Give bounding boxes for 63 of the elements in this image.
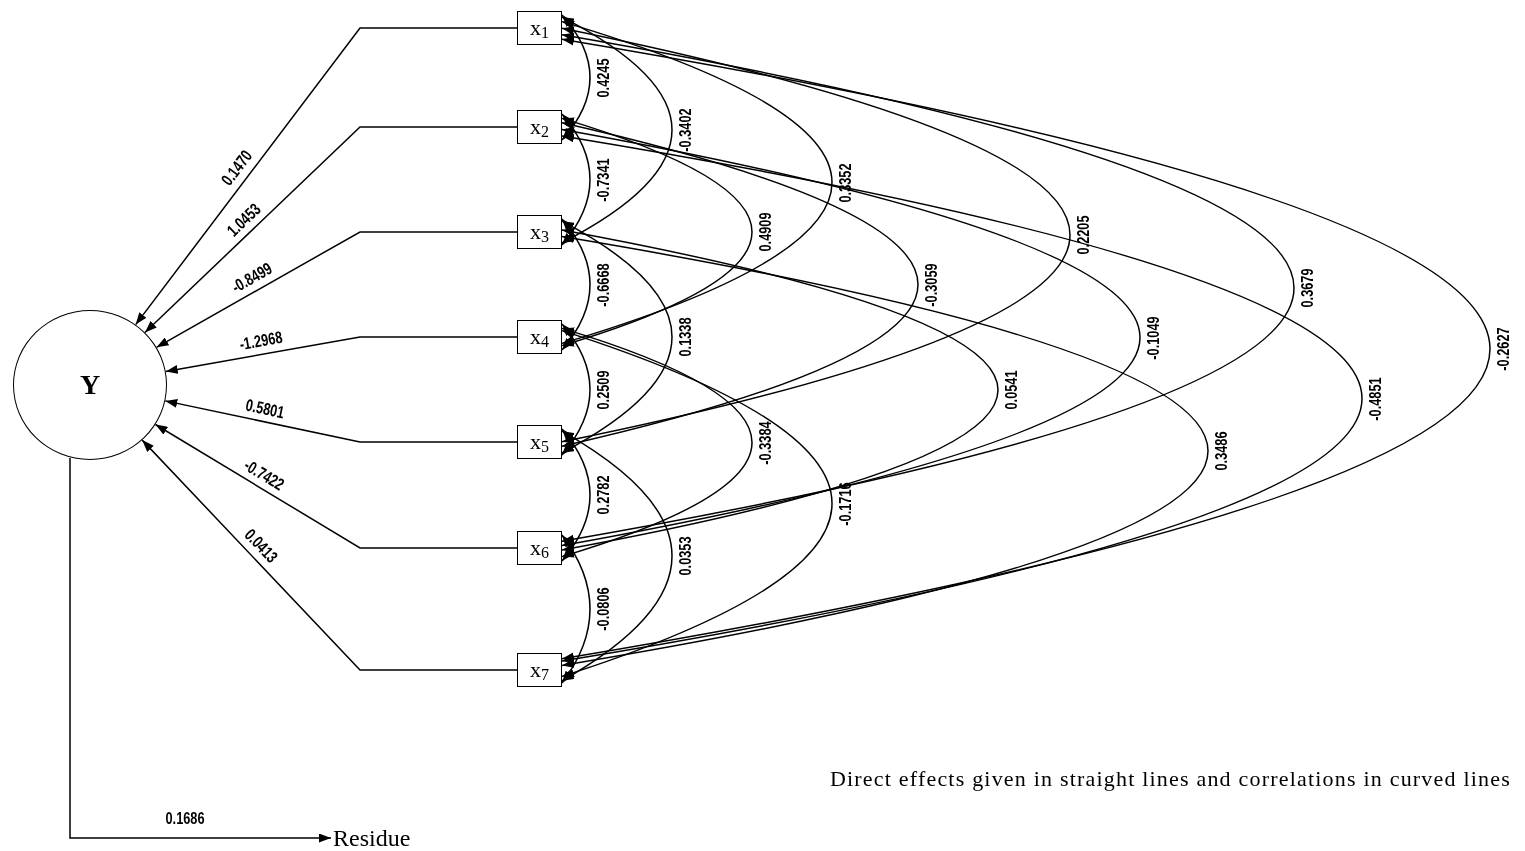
edge-label: -0.1049 [1144, 315, 1162, 360]
double-headed-curved-arrow [561, 36, 1491, 662]
edge-label: 0.2205 [1074, 215, 1092, 255]
edge-label: -0.4851 [1366, 376, 1384, 421]
arrow [154, 423, 518, 549]
edge-label: 0.0353 [676, 536, 694, 576]
double-headed-curved-arrow [561, 121, 919, 448]
double-headed-curved-arrow [561, 117, 753, 347]
double-headed-curved-arrow [561, 113, 591, 246]
edge-label: -0.0806 [594, 587, 612, 631]
double-headed-curved-arrow [561, 428, 591, 562]
edge-label: 0.0541 [1002, 370, 1020, 410]
double-headed-curved-arrow [561, 26, 1071, 444]
edge-label: 0.3486 [1212, 431, 1230, 471]
arrow [165, 336, 518, 374]
double-headed-curved-arrow [561, 218, 591, 351]
double-headed-curved-arrow [561, 220, 673, 454]
double-headed-curved-arrow [561, 430, 673, 682]
edge-label: -0.1716 [836, 481, 854, 526]
double-headed-curved-arrow [561, 327, 753, 558]
arrow [144, 126, 518, 334]
arrow [164, 398, 518, 443]
arrow [69, 457, 332, 843]
edge-label: 0.4909 [756, 212, 774, 252]
edge-label: 0.2509 [594, 370, 612, 409]
edge-label: -0.3059 [922, 262, 940, 307]
edge-label: 0.3679 [1298, 268, 1316, 308]
edge-label: 0.4245 [594, 58, 612, 97]
variable-box: x$_{4}$ [517, 320, 562, 354]
double-headed-curved-arrow [561, 534, 591, 684]
note-text: Direct effects given in straight lines and correlations in curved lines [829, 766, 1511, 792]
double-headed-curved-arrow [561, 133, 1363, 664]
double-headed-curved-arrow [561, 16, 673, 244]
edge-label: 0.3352 [836, 163, 854, 202]
residue-text: Residue [333, 822, 433, 851]
variable-box: x$_{7}$ [517, 653, 562, 687]
variable-box: x$_{3}$ [517, 215, 562, 249]
double-headed-curved-arrow [561, 14, 591, 141]
edge-label: 0.1338 [676, 317, 694, 357]
edge-label: -0.3384 [756, 420, 774, 465]
double-headed-curved-arrow [561, 127, 1141, 548]
edge-label: 0.2782 [594, 475, 612, 515]
arrow [155, 231, 518, 349]
edge-label: 0.5801 [244, 396, 287, 422]
variable-box: x$_{6}$ [517, 531, 562, 565]
double-headed-curved-arrow [561, 32, 1295, 544]
arrow [141, 439, 518, 671]
double-headed-curved-arrow [561, 234, 1209, 668]
variable-box: x$_{2}$ [517, 110, 562, 144]
edge-label: -0.8499 [228, 260, 275, 297]
edge-label: -0.6668 [594, 262, 612, 307]
arrow [134, 27, 518, 326]
edge-label: 0.1686 [165, 809, 205, 827]
double-headed-curved-arrow [561, 20, 833, 345]
variable-box: x$_{5}$ [517, 425, 562, 459]
double-headed-curved-arrow [561, 329, 833, 678]
variable-box: x$_{1}$ [517, 11, 562, 45]
edge-label: -0.7341 [594, 157, 612, 202]
double-headed-curved-arrow [561, 323, 591, 456]
edge-label: -0.2627 [1494, 327, 1512, 371]
edge-label: -1.2968 [237, 329, 284, 354]
double-headed-curved-arrow [561, 227, 999, 553]
edge-label: -0.3402 [676, 108, 694, 152]
